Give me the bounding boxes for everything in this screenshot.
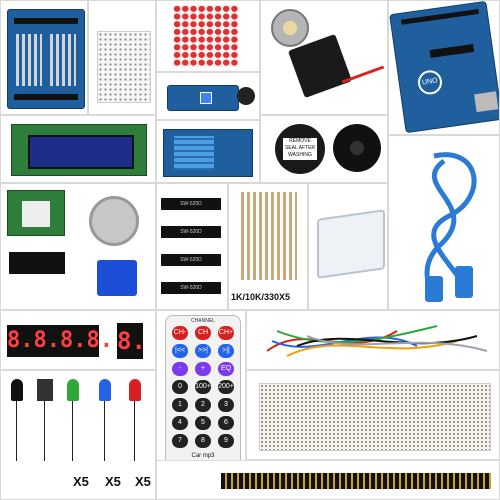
servo xyxy=(97,260,137,296)
remote-key-200[interactable]: 200+ xyxy=(218,380,234,394)
remote-key-play[interactable]: >|| xyxy=(218,344,234,358)
remote-key-100[interactable]: 100+ xyxy=(195,380,211,394)
buzzer-cell: REMOVE SEAL AFTER WASHING xyxy=(260,115,388,183)
potentiometer xyxy=(271,9,309,47)
pin-headers xyxy=(221,473,491,481)
lcd-cell xyxy=(0,115,156,183)
pin-header-cell xyxy=(156,460,500,500)
ir-qty: X5 xyxy=(73,474,89,489)
shield-cell xyxy=(0,0,88,115)
remote-key-plus[interactable]: + xyxy=(195,362,211,376)
remote-key-minus[interactable]: - xyxy=(172,362,188,376)
remote-key-ch-minus[interactable]: CH- xyxy=(172,326,188,340)
remote-key-ch[interactable]: CH xyxy=(195,326,211,340)
remote-brand: Car mp3 xyxy=(191,453,215,459)
remote-key-eq[interactable]: EQ xyxy=(218,362,234,376)
usb-cable-cell xyxy=(388,135,500,310)
stepper-driver xyxy=(7,190,65,236)
storage-box-cell xyxy=(308,183,388,310)
remote-title: CHANNEL xyxy=(191,318,215,324)
blue-led xyxy=(99,379,111,401)
uno-board: UNO xyxy=(389,1,499,134)
seven-seg-4digit: 8.8.8.8. xyxy=(7,325,113,357)
leds-cell: X5 X5 X5 xyxy=(0,370,156,500)
ir-led xyxy=(11,379,23,401)
resistors xyxy=(241,192,297,280)
remote-key-prev[interactable]: |<< xyxy=(172,344,188,358)
tilt-switch-cell: SW-520D SW-520D SW-520D SW-520D xyxy=(156,183,228,310)
remote-key-3[interactable]: 3 xyxy=(218,398,234,412)
uno-cell: UNO xyxy=(388,0,500,135)
sound-sensor xyxy=(167,85,239,111)
mini-breadboard xyxy=(97,31,151,103)
driver-ic xyxy=(9,252,65,274)
remote-key-9[interactable]: 9 xyxy=(218,434,234,448)
buzzer-sticker: REMOVE SEAL AFTER WASHING xyxy=(283,138,317,160)
dht11-module xyxy=(163,129,253,177)
stepper-motor xyxy=(89,196,139,246)
full-breadboard xyxy=(259,383,491,451)
remote-key-4[interactable]: 4 xyxy=(172,416,188,430)
seven-seg-1digit: 8. xyxy=(117,323,146,359)
buzzer-active xyxy=(333,124,381,172)
tilt-switch-2: SW-520D xyxy=(161,226,221,238)
remote-key-next[interactable]: >>| xyxy=(195,344,211,358)
stepper-cell xyxy=(0,183,156,310)
lcd-module xyxy=(11,124,147,176)
remote-key-2[interactable]: 2 xyxy=(195,398,211,412)
tilt-switch-4: SW-520D xyxy=(161,282,221,294)
storage-box xyxy=(317,209,385,279)
remote-key-0[interactable]: 0 xyxy=(172,380,188,394)
remote-key-5[interactable]: 5 xyxy=(195,416,211,430)
remote-key-ch-plus[interactable]: CH+ xyxy=(218,326,234,340)
mini-breadboard-cell xyxy=(88,0,156,115)
green-led xyxy=(67,379,79,401)
dht11-cell xyxy=(156,120,260,183)
led-matrix xyxy=(173,5,239,67)
jumper-wire-cell xyxy=(246,310,500,370)
blue-qty: X5 xyxy=(105,474,121,489)
ir-receiver xyxy=(37,379,53,401)
sensor-shield xyxy=(7,9,85,109)
resistor-label: 1K/10K/330X5 xyxy=(231,292,291,302)
sensor-module-cell xyxy=(156,72,260,120)
red-led xyxy=(129,379,141,401)
tilt-switch-1: SW-520D xyxy=(161,198,221,210)
remote-key-7[interactable]: 7 xyxy=(172,434,188,448)
led-matrix-cell xyxy=(156,0,260,72)
tilt-switch-3: SW-520D xyxy=(161,254,221,266)
seven-seg-cell: 8.8.8.8. 8. xyxy=(0,310,156,370)
remote-key-8[interactable]: 8 xyxy=(195,434,211,448)
uno-logo: UNO xyxy=(416,68,444,96)
breadboard-cell xyxy=(246,370,500,460)
jumper-wires xyxy=(266,325,488,357)
resistor-cell: 1K/10K/330X5 xyxy=(228,183,308,310)
remote-key-6[interactable]: 6 xyxy=(218,416,234,430)
buzzer-passive: REMOVE SEAL AFTER WASHING xyxy=(275,124,325,174)
ir-remote: CHANNEL CH- CH CH+ |<< >>| >|| - + EQ 0 … xyxy=(165,315,241,467)
remote-cell: CHANNEL CH- CH CH+ |<< >>| >|| - + EQ 0 … xyxy=(156,310,246,470)
remote-key-1[interactable]: 1 xyxy=(172,398,188,412)
usb-cable xyxy=(424,152,477,302)
red-qty: X5 xyxy=(135,474,151,489)
pot-battery-cell xyxy=(260,0,388,115)
